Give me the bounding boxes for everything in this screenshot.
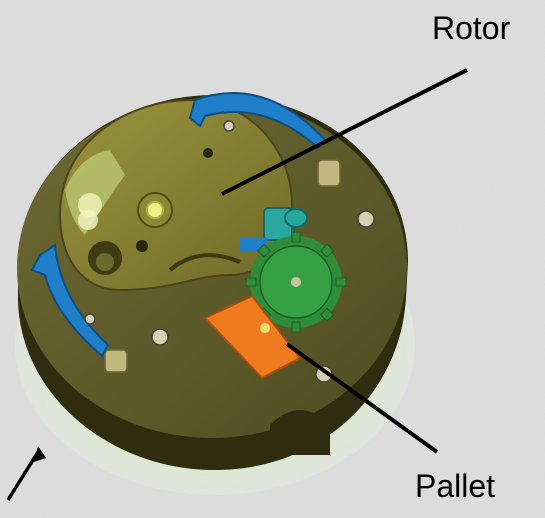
pallet-label: Pallet	[415, 470, 495, 502]
rotor-label: Rotor	[432, 12, 510, 44]
base-pointer-line	[8, 452, 38, 500]
